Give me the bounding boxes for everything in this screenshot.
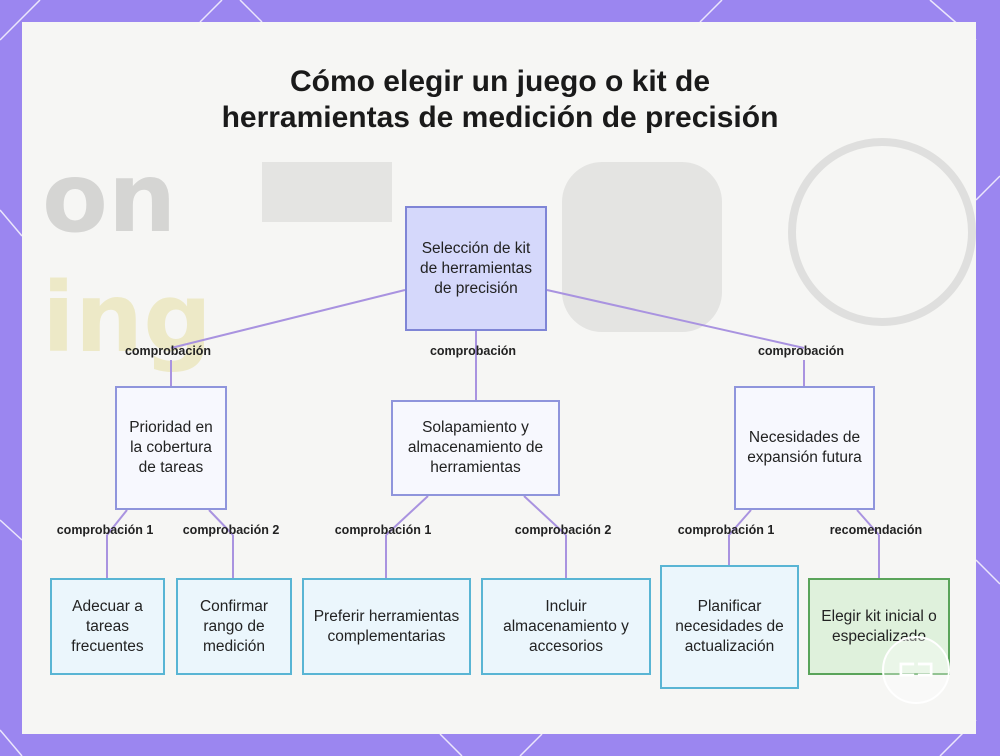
watermark-logo: ⊏⊐ <box>882 636 950 704</box>
edge-label: comprobación 1 <box>335 523 432 537</box>
edge-label: recomendación <box>830 523 922 537</box>
node-include: Incluir almacenamiento y accesorios <box>481 578 651 675</box>
node-overlap: Solapamiento y almacenamiento de herrami… <box>391 400 560 496</box>
edge-label: comprobación <box>430 344 516 358</box>
edge-label: comprobación <box>758 344 844 358</box>
logo-glyph: ⊏⊐ <box>884 656 948 682</box>
node-adapt: Adecuar a tareas frecuentes <box>50 578 165 675</box>
node-root: Selección de kit de herramientas de prec… <box>405 206 547 331</box>
edge-label: comprobación 2 <box>515 523 612 537</box>
edge-label: comprobación 2 <box>183 523 280 537</box>
node-prefer: Preferir herramientas complementarias <box>302 578 471 675</box>
edge-label: comprobación <box>125 344 211 358</box>
node-confirm: Confirmar rango de medición <box>176 578 292 675</box>
edge-label: comprobación 1 <box>57 523 154 537</box>
node-expansion: Necesidades de expansión futura <box>734 386 875 510</box>
diagram-title: Cómo elegir un juego o kit de herramient… <box>200 64 800 136</box>
node-priority: Prioridad en la cobertura de tareas <box>115 386 227 510</box>
edge-label: comprobación 1 <box>678 523 775 537</box>
node-plan: Planificar necesidades de actualización <box>660 565 799 689</box>
